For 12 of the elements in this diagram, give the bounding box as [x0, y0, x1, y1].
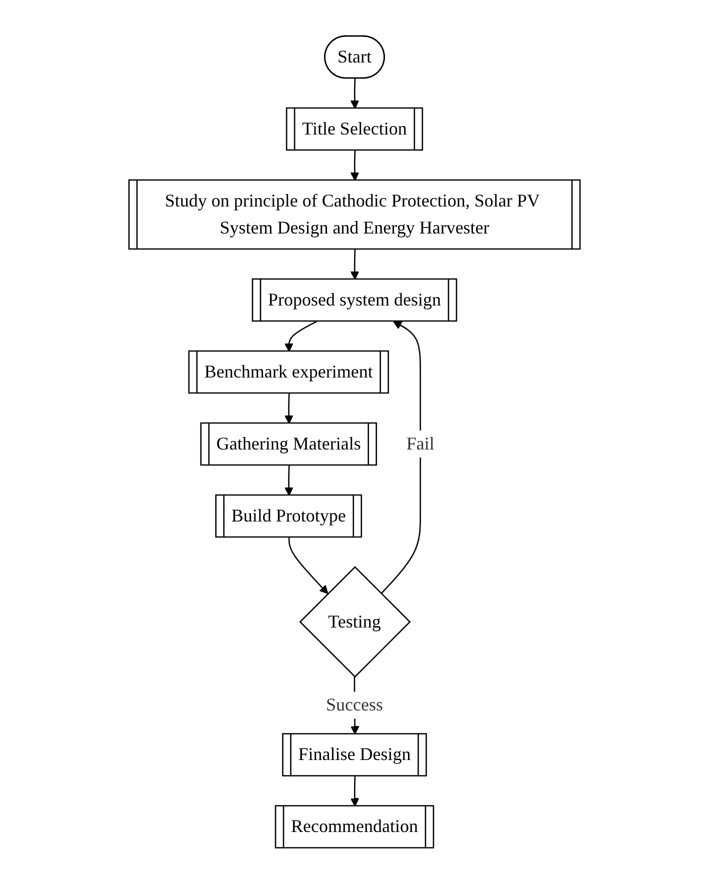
node-diamond: Testing: [299, 566, 411, 678]
arrow: [284, 394, 294, 424]
arrow: [380, 321, 422, 594]
arrow: [288, 538, 328, 594]
arrow: [284, 321, 317, 352]
arrow: [350, 150, 360, 182]
arrow: [350, 250, 360, 280]
arrow: [350, 776, 360, 807]
edge-label: Success: [326, 694, 383, 715]
arrow: [350, 78, 360, 110]
edge-label: Fail: [406, 434, 434, 454]
arrow: [284, 466, 294, 496]
